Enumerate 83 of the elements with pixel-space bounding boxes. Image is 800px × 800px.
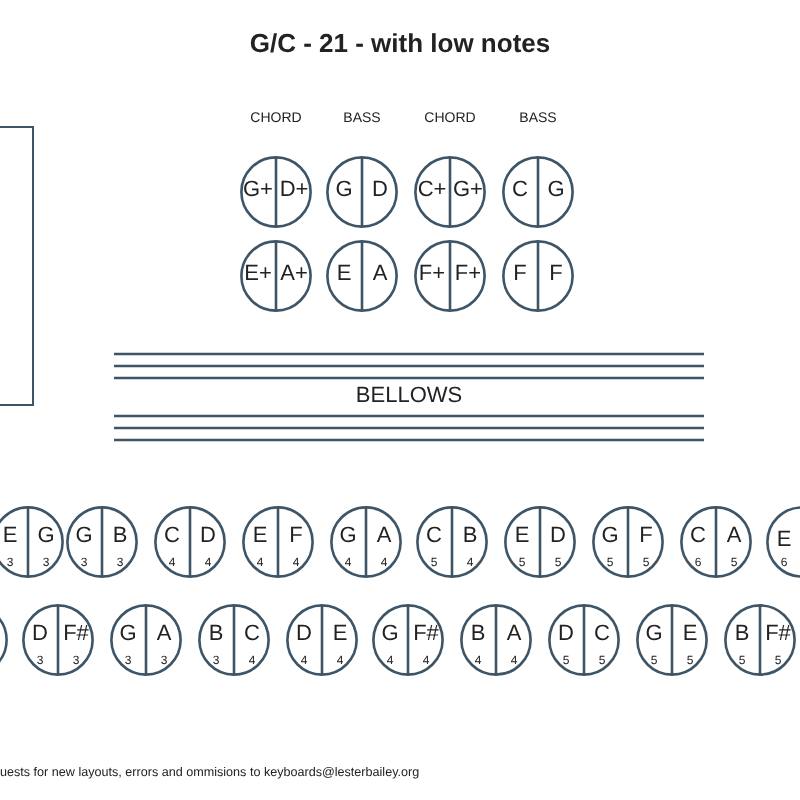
note-name: A+	[278, 264, 310, 286]
note-name: B	[732, 624, 752, 646]
note-name: G	[117, 624, 139, 646]
note-name: A	[374, 526, 394, 548]
note-name: F+	[416, 264, 448, 286]
note-button	[414, 240, 486, 312]
note-name: B	[206, 624, 226, 646]
note-name: D	[198, 526, 218, 548]
note-button	[330, 506, 402, 578]
note-name: D+	[278, 180, 310, 202]
note-button	[502, 240, 574, 312]
diagram-title: G/C - 21 - with low notes	[247, 30, 553, 56]
note-button	[548, 604, 620, 676]
note-button	[22, 604, 94, 676]
note-name: A	[724, 526, 744, 548]
note-name: E	[250, 526, 270, 548]
note-name: E	[330, 624, 350, 646]
note-name: E	[512, 526, 532, 548]
note-name: F#	[763, 624, 793, 646]
note-name: D	[548, 526, 568, 548]
note-name: D	[30, 624, 50, 646]
note-button	[460, 604, 532, 676]
note-name: G	[545, 180, 567, 202]
note-button	[416, 506, 488, 578]
note-name: E	[680, 624, 700, 646]
note-name: C	[162, 526, 182, 548]
note-name: G	[333, 180, 355, 202]
note-name: G	[379, 624, 401, 646]
note-name: D	[370, 180, 390, 202]
note-name: C	[242, 624, 262, 646]
note-button	[198, 604, 270, 676]
note-name: D	[294, 624, 314, 646]
note-name: A	[154, 624, 174, 646]
note-name: E	[774, 530, 794, 552]
note-name: F	[637, 526, 655, 548]
bellows-drawing	[114, 350, 704, 444]
note-name: G+	[242, 180, 274, 202]
note-button	[326, 156, 398, 228]
note-name: G	[599, 526, 621, 548]
note-button	[66, 506, 138, 578]
note-button	[240, 240, 312, 312]
note-button	[502, 156, 574, 228]
note-button	[724, 604, 796, 676]
note-button	[154, 506, 226, 578]
note-name: F#	[61, 624, 91, 646]
note-name: C	[688, 526, 708, 548]
note-name: G	[337, 526, 359, 548]
note-name: B	[468, 624, 488, 646]
note-button	[636, 604, 708, 676]
note-name: G	[35, 526, 57, 548]
note-name: F#	[411, 624, 441, 646]
note-button	[372, 604, 444, 676]
note-name: B	[110, 526, 130, 548]
note-button	[0, 506, 64, 578]
note-name: A	[370, 264, 390, 286]
note-button	[504, 506, 576, 578]
note-name: F	[547, 264, 565, 286]
note-button	[326, 240, 398, 312]
note-name: G	[73, 526, 95, 548]
note-button	[286, 604, 358, 676]
note-name: E	[0, 526, 20, 548]
note-button	[680, 506, 752, 578]
note-button	[414, 156, 486, 228]
note-name: C	[510, 180, 530, 202]
bellows-label: BELLOWS	[353, 386, 465, 408]
note-name: F	[287, 526, 305, 548]
note-name: E	[334, 264, 354, 286]
note-button	[592, 506, 664, 578]
note-button	[242, 506, 314, 578]
note-name: E+	[242, 264, 274, 286]
note-name: D	[556, 624, 576, 646]
note-button	[110, 604, 182, 676]
note-name: G	[643, 624, 665, 646]
note-name: F	[511, 264, 529, 286]
note-name: G+	[452, 180, 484, 202]
panel-outline	[0, 126, 34, 406]
note-name: B	[460, 526, 480, 548]
note-name: C	[592, 624, 612, 646]
note-name: C	[424, 526, 444, 548]
note-name: C+	[416, 180, 448, 202]
note-name: F+	[452, 264, 484, 286]
note-name: A	[504, 624, 524, 646]
note-button	[240, 156, 312, 228]
